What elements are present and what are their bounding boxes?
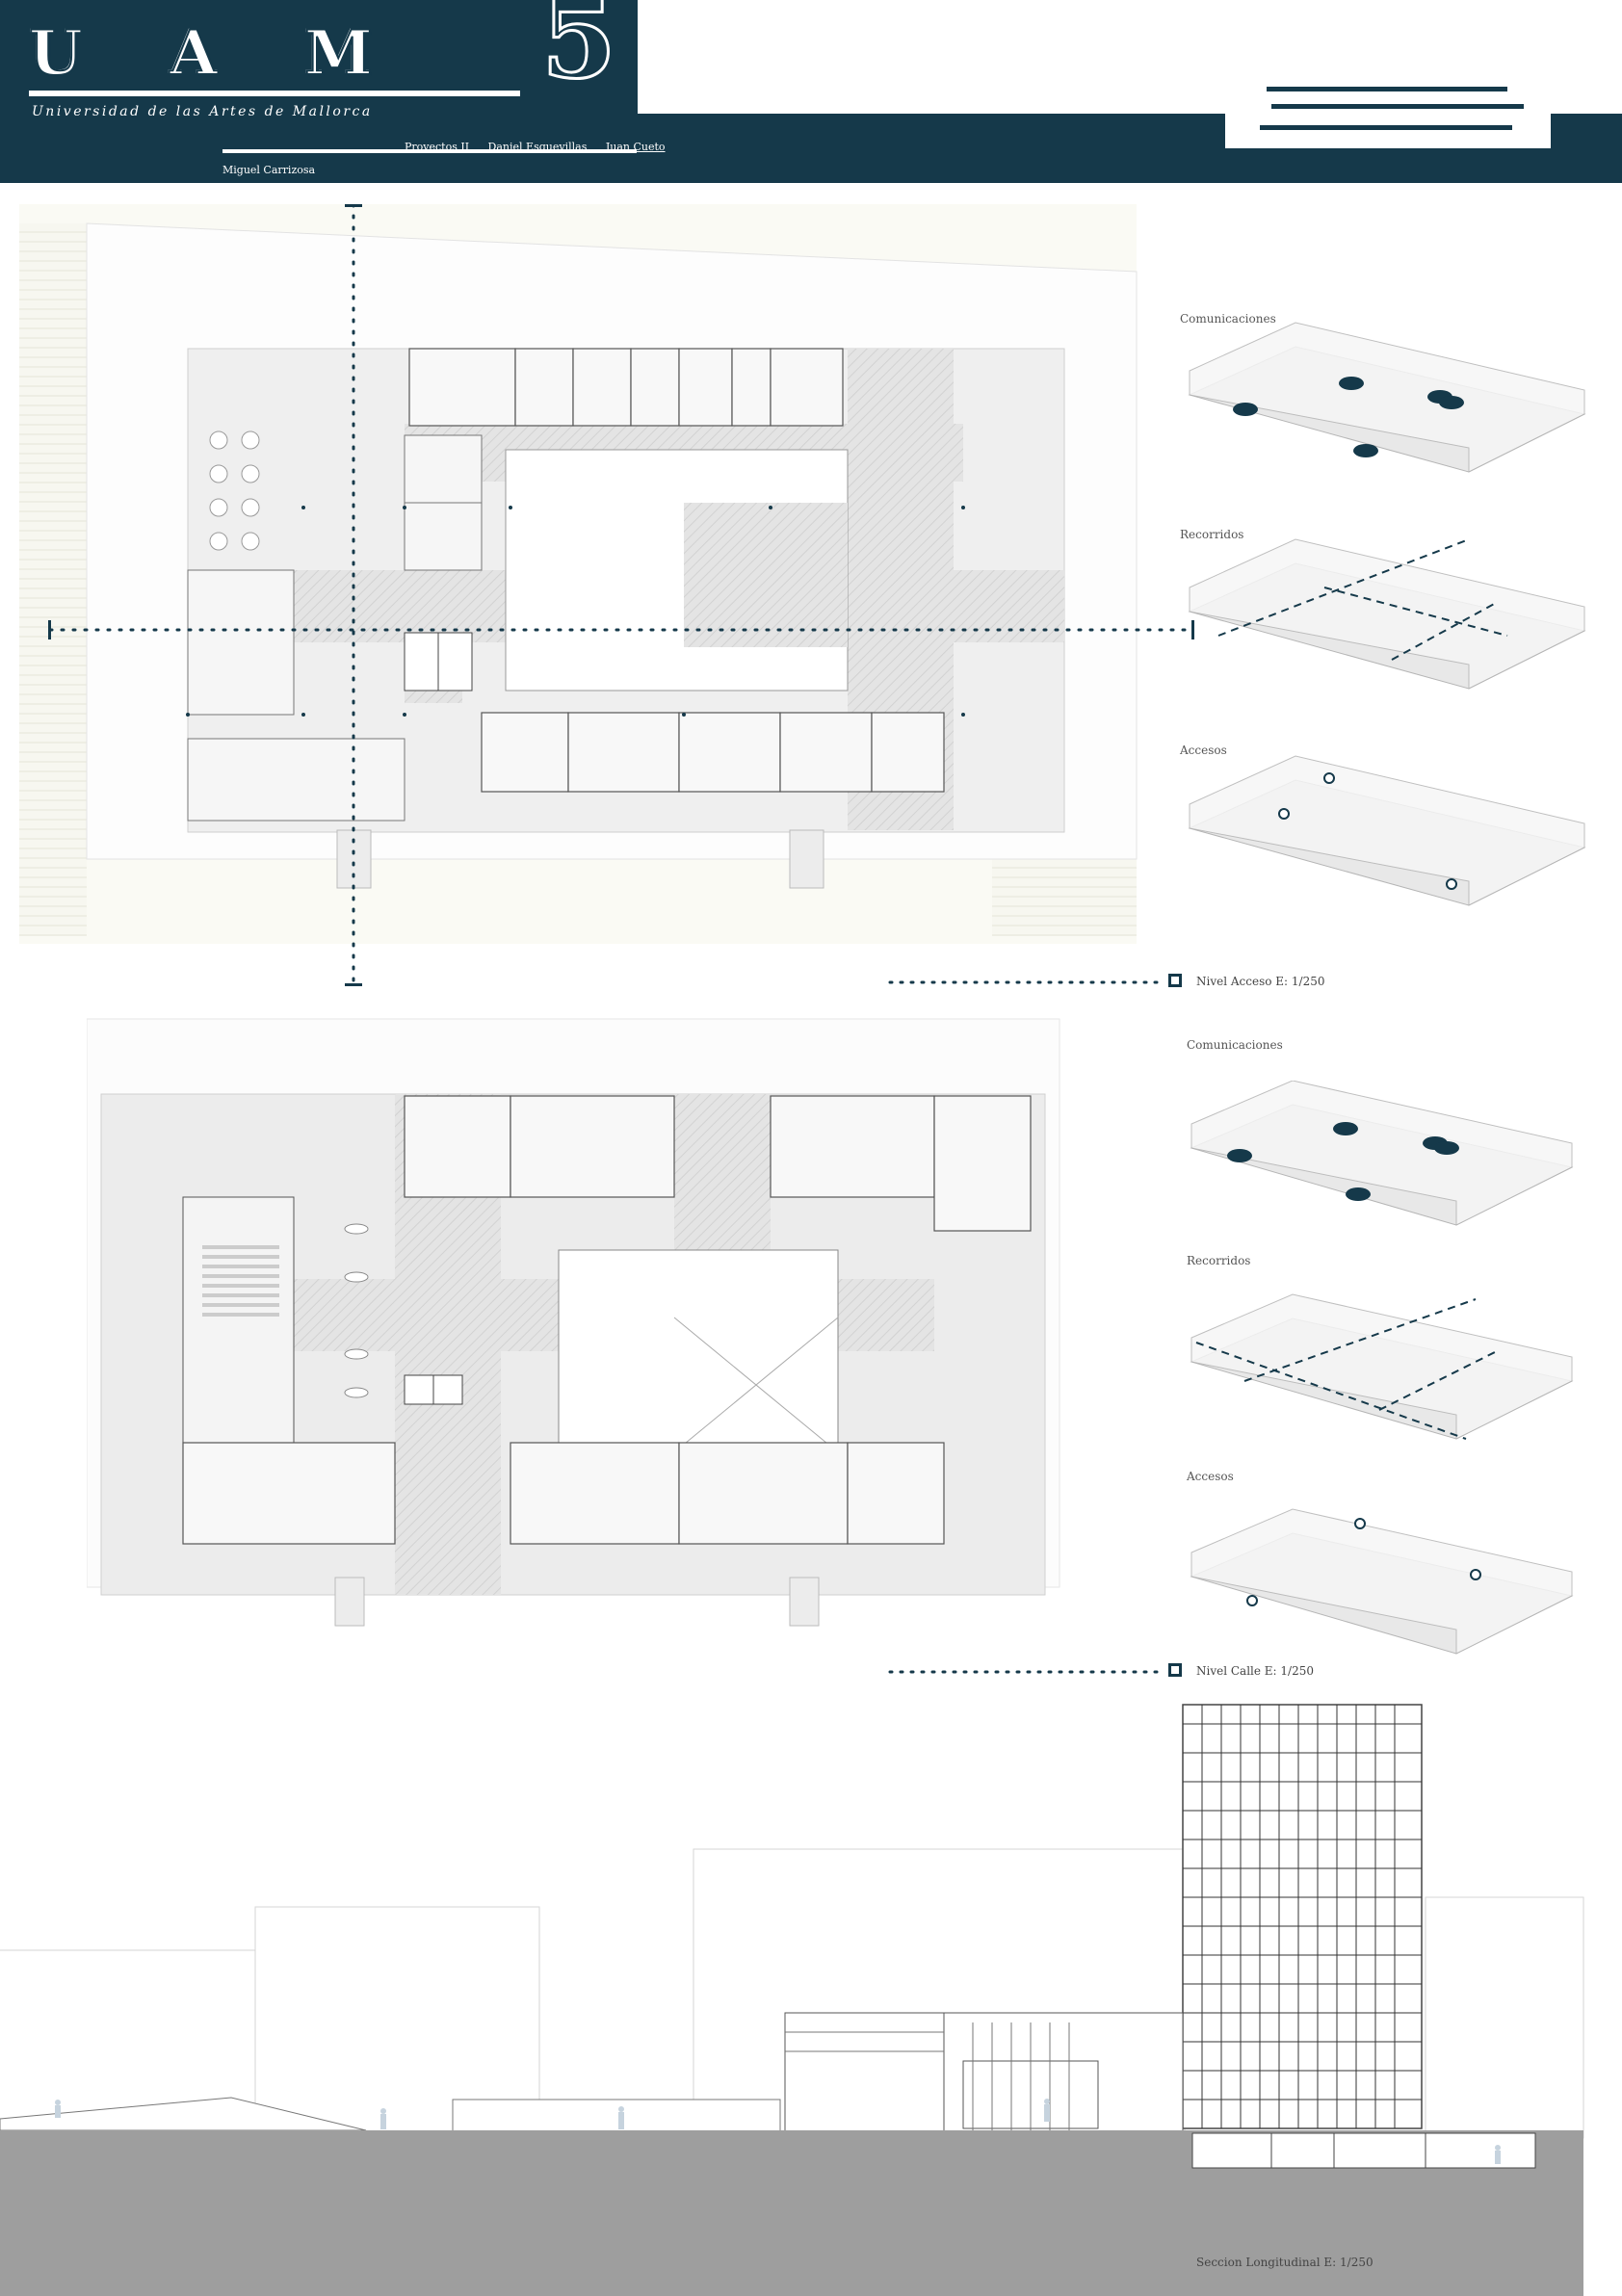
- legend-box: [1225, 75, 1551, 148]
- stair-core-access: [404, 632, 473, 691]
- logo: U A M: [28, 16, 406, 91]
- basement: [1191, 2132, 1536, 2169]
- logo-subtitle: Universidad de las Artes de Mallorca: [32, 104, 373, 119]
- axo-routes: [1188, 538, 1586, 690]
- human-figures: [55, 2099, 1501, 2164]
- plan-access: [19, 204, 1194, 988]
- auditorium: [182, 1196, 295, 1482]
- level-marker-street: [1168, 1663, 1182, 1677]
- level-marker-access: [1168, 974, 1182, 987]
- course-label: Proyectos II: [405, 141, 470, 153]
- classrooms-top-street: [404, 1095, 1032, 1232]
- author-3: Miguel Carrizosa: [222, 164, 316, 176]
- leader-dots-street: [888, 1670, 1167, 1674]
- longitudinal-section: [0, 1704, 1584, 2296]
- leader-dots-access: [888, 980, 1167, 984]
- lobby-tables: [344, 1223, 369, 1398]
- axo-diagrams-street: [1190, 1081, 1574, 1655]
- site-stripes-left: [19, 223, 87, 936]
- diagram-label-accesses-access: Accesos: [1180, 744, 1227, 757]
- low-building: [784, 2012, 1184, 2139]
- classrooms-bottom: [481, 712, 945, 793]
- legend-line-2: [1271, 104, 1524, 109]
- diagram-label-communications-access: Comunicaciones: [1180, 312, 1276, 326]
- diagram-label-routes-access: Recorridos: [1180, 528, 1244, 541]
- plan-street: [87, 1018, 1060, 1627]
- author-2: Juan Cueto: [605, 141, 666, 153]
- inner-hatch: [684, 503, 848, 647]
- diagram-label-accesses-street: Accesos: [1187, 1470, 1234, 1483]
- logo-rule: [29, 91, 520, 96]
- axo-communications: [1188, 322, 1586, 473]
- author-1: Daniel Esquevillas: [487, 141, 588, 153]
- axo-diagrams-access: [1188, 322, 1586, 906]
- credits-rule: [222, 149, 637, 153]
- low-building-mullions: [785, 2022, 1070, 2138]
- tower-grid: [1183, 1705, 1422, 2128]
- dining-tables: [209, 430, 260, 551]
- legend-line-1: [1267, 87, 1507, 91]
- column-grid-access: [186, 506, 965, 717]
- classrooms-bottom-street: [182, 1442, 945, 1545]
- axo-accesses-street: [1190, 1508, 1574, 1655]
- rooms-left-wing: [187, 434, 483, 822]
- section-label: Seccion Longitudinal E: 1/250: [1196, 2256, 1373, 2269]
- corridor-hatch-street-3: [674, 1094, 771, 1253]
- legend-line-3: [1260, 125, 1512, 130]
- axo-accesses: [1188, 755, 1586, 906]
- courtyard-street: [558, 1249, 839, 1453]
- diagram-label-routes-street: Recorridos: [1187, 1254, 1251, 1267]
- credits-line: Proyectos II Daniel Esquevillas Juan Cue…: [405, 141, 681, 153]
- tower-facade: [1182, 1704, 1423, 2129]
- entrance-stair-street-2: [789, 1577, 820, 1627]
- classrooms-top: [408, 348, 844, 427]
- entrance-stair-street-1: [334, 1577, 365, 1627]
- stair-core-street: [404, 1374, 463, 1405]
- auditorium-seats: [202, 1245, 279, 1317]
- axo-communications-street: [1190, 1081, 1574, 1226]
- axo-routes-street: [1190, 1293, 1574, 1440]
- sheet-number: 5: [540, 0, 618, 103]
- level-label-street: Nivel Calle E: 1/250: [1196, 1664, 1314, 1678]
- entrance-stair-2: [789, 829, 824, 889]
- basement-dividers: [1270, 2133, 1426, 2168]
- diagram-label-communications-street: Comunicaciones: [1187, 1038, 1283, 1052]
- level-label-access: Nivel Acceso E: 1/250: [1196, 975, 1325, 988]
